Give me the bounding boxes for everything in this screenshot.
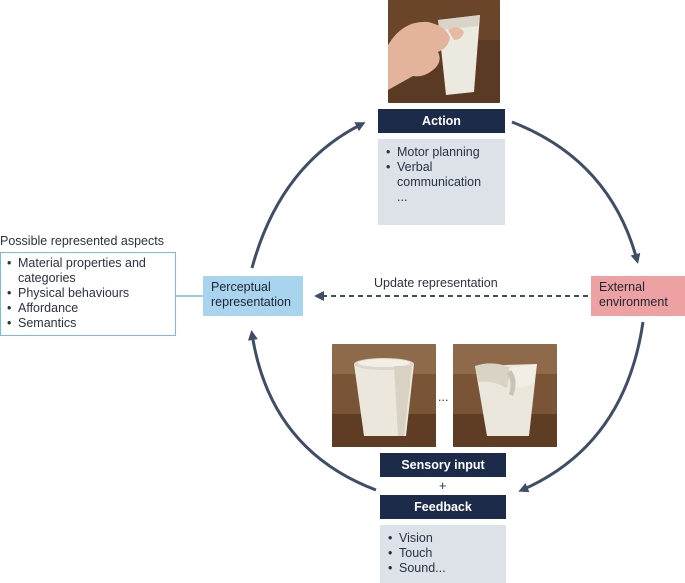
list-item: Material properties and categories — [7, 256, 169, 286]
list-item: Motor planning — [386, 145, 497, 160]
dented-paper-cup-photo — [453, 344, 557, 447]
list-item: ... — [397, 190, 408, 204]
arrow-feedback-to-perceptual — [247, 330, 377, 492]
plus-sign: + — [439, 479, 447, 493]
feedback-title: Feedback — [380, 495, 506, 519]
action-list: Motor planning Verbal communication ... — [378, 139, 505, 225]
action-title: Action — [378, 109, 505, 133]
update-representation-label: Update representation — [374, 276, 498, 290]
aspects-box: Material properties and categories Physi… — [0, 252, 176, 336]
external-environment-box: External environment — [591, 276, 685, 316]
hand-squeezing-cup-photo — [388, 0, 500, 103]
list-item: Touch — [388, 546, 498, 561]
list-item: Sound... — [388, 561, 498, 576]
list-item: Semantics — [7, 316, 169, 331]
feedback-list: Vision Touch Sound... — [380, 525, 506, 583]
arrow-perceptual-to-action — [250, 122, 366, 269]
list-item: Physical behaviours — [7, 286, 169, 301]
sensory-ellipsis: ... — [438, 390, 449, 404]
list-item: Affordance — [7, 301, 169, 316]
intact-paper-cup-photo — [332, 344, 436, 447]
list-item: Vision — [388, 531, 498, 546]
sensory-input-title: Sensory input — [380, 453, 506, 477]
perceptual-representation-box: Perceptual representation — [203, 276, 303, 316]
arrow-action-to-external — [511, 120, 641, 264]
aspects-heading: Possible represented aspects — [0, 234, 164, 248]
list-item: Verbal communication — [386, 160, 497, 190]
arrow-external-to-feedback — [518, 321, 645, 493]
